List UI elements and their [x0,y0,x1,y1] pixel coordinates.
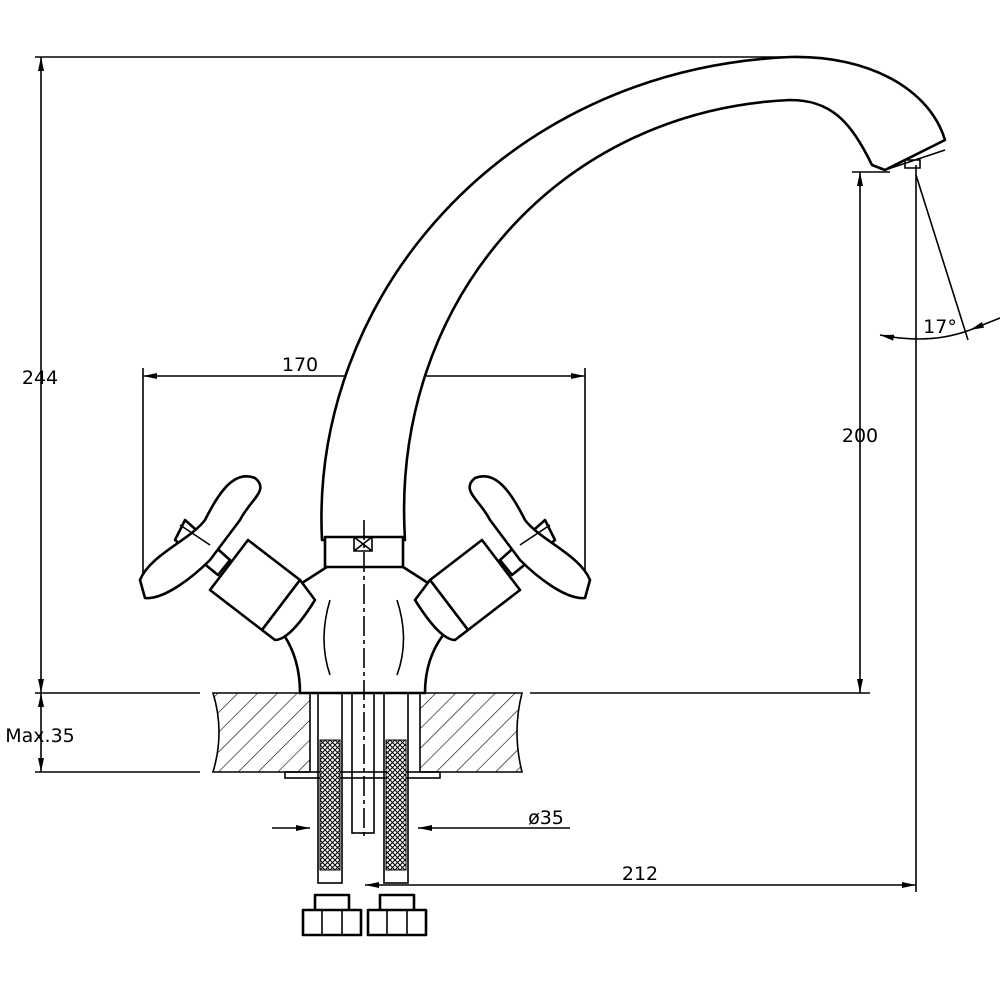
left-handle [138,475,317,642]
faucet-body [258,520,472,840]
dimension-lines [38,57,1000,888]
right-handle [413,475,592,642]
dim-spout-height: 200 [842,425,878,447]
dim-spout-reach: 212 [622,863,658,885]
dim-total-height: 244 [22,367,58,389]
dim-handle-span: 170 [282,354,318,376]
dim-max-counter-thickness: Max.35 [5,725,75,747]
countertop-section [211,692,524,779]
dim-hole-diameter: ø35 [528,807,564,829]
spout [320,55,947,542]
extension-lines [35,56,969,892]
supply-hoses [301,692,428,937]
dim-spout-angle: 17° [923,316,957,338]
